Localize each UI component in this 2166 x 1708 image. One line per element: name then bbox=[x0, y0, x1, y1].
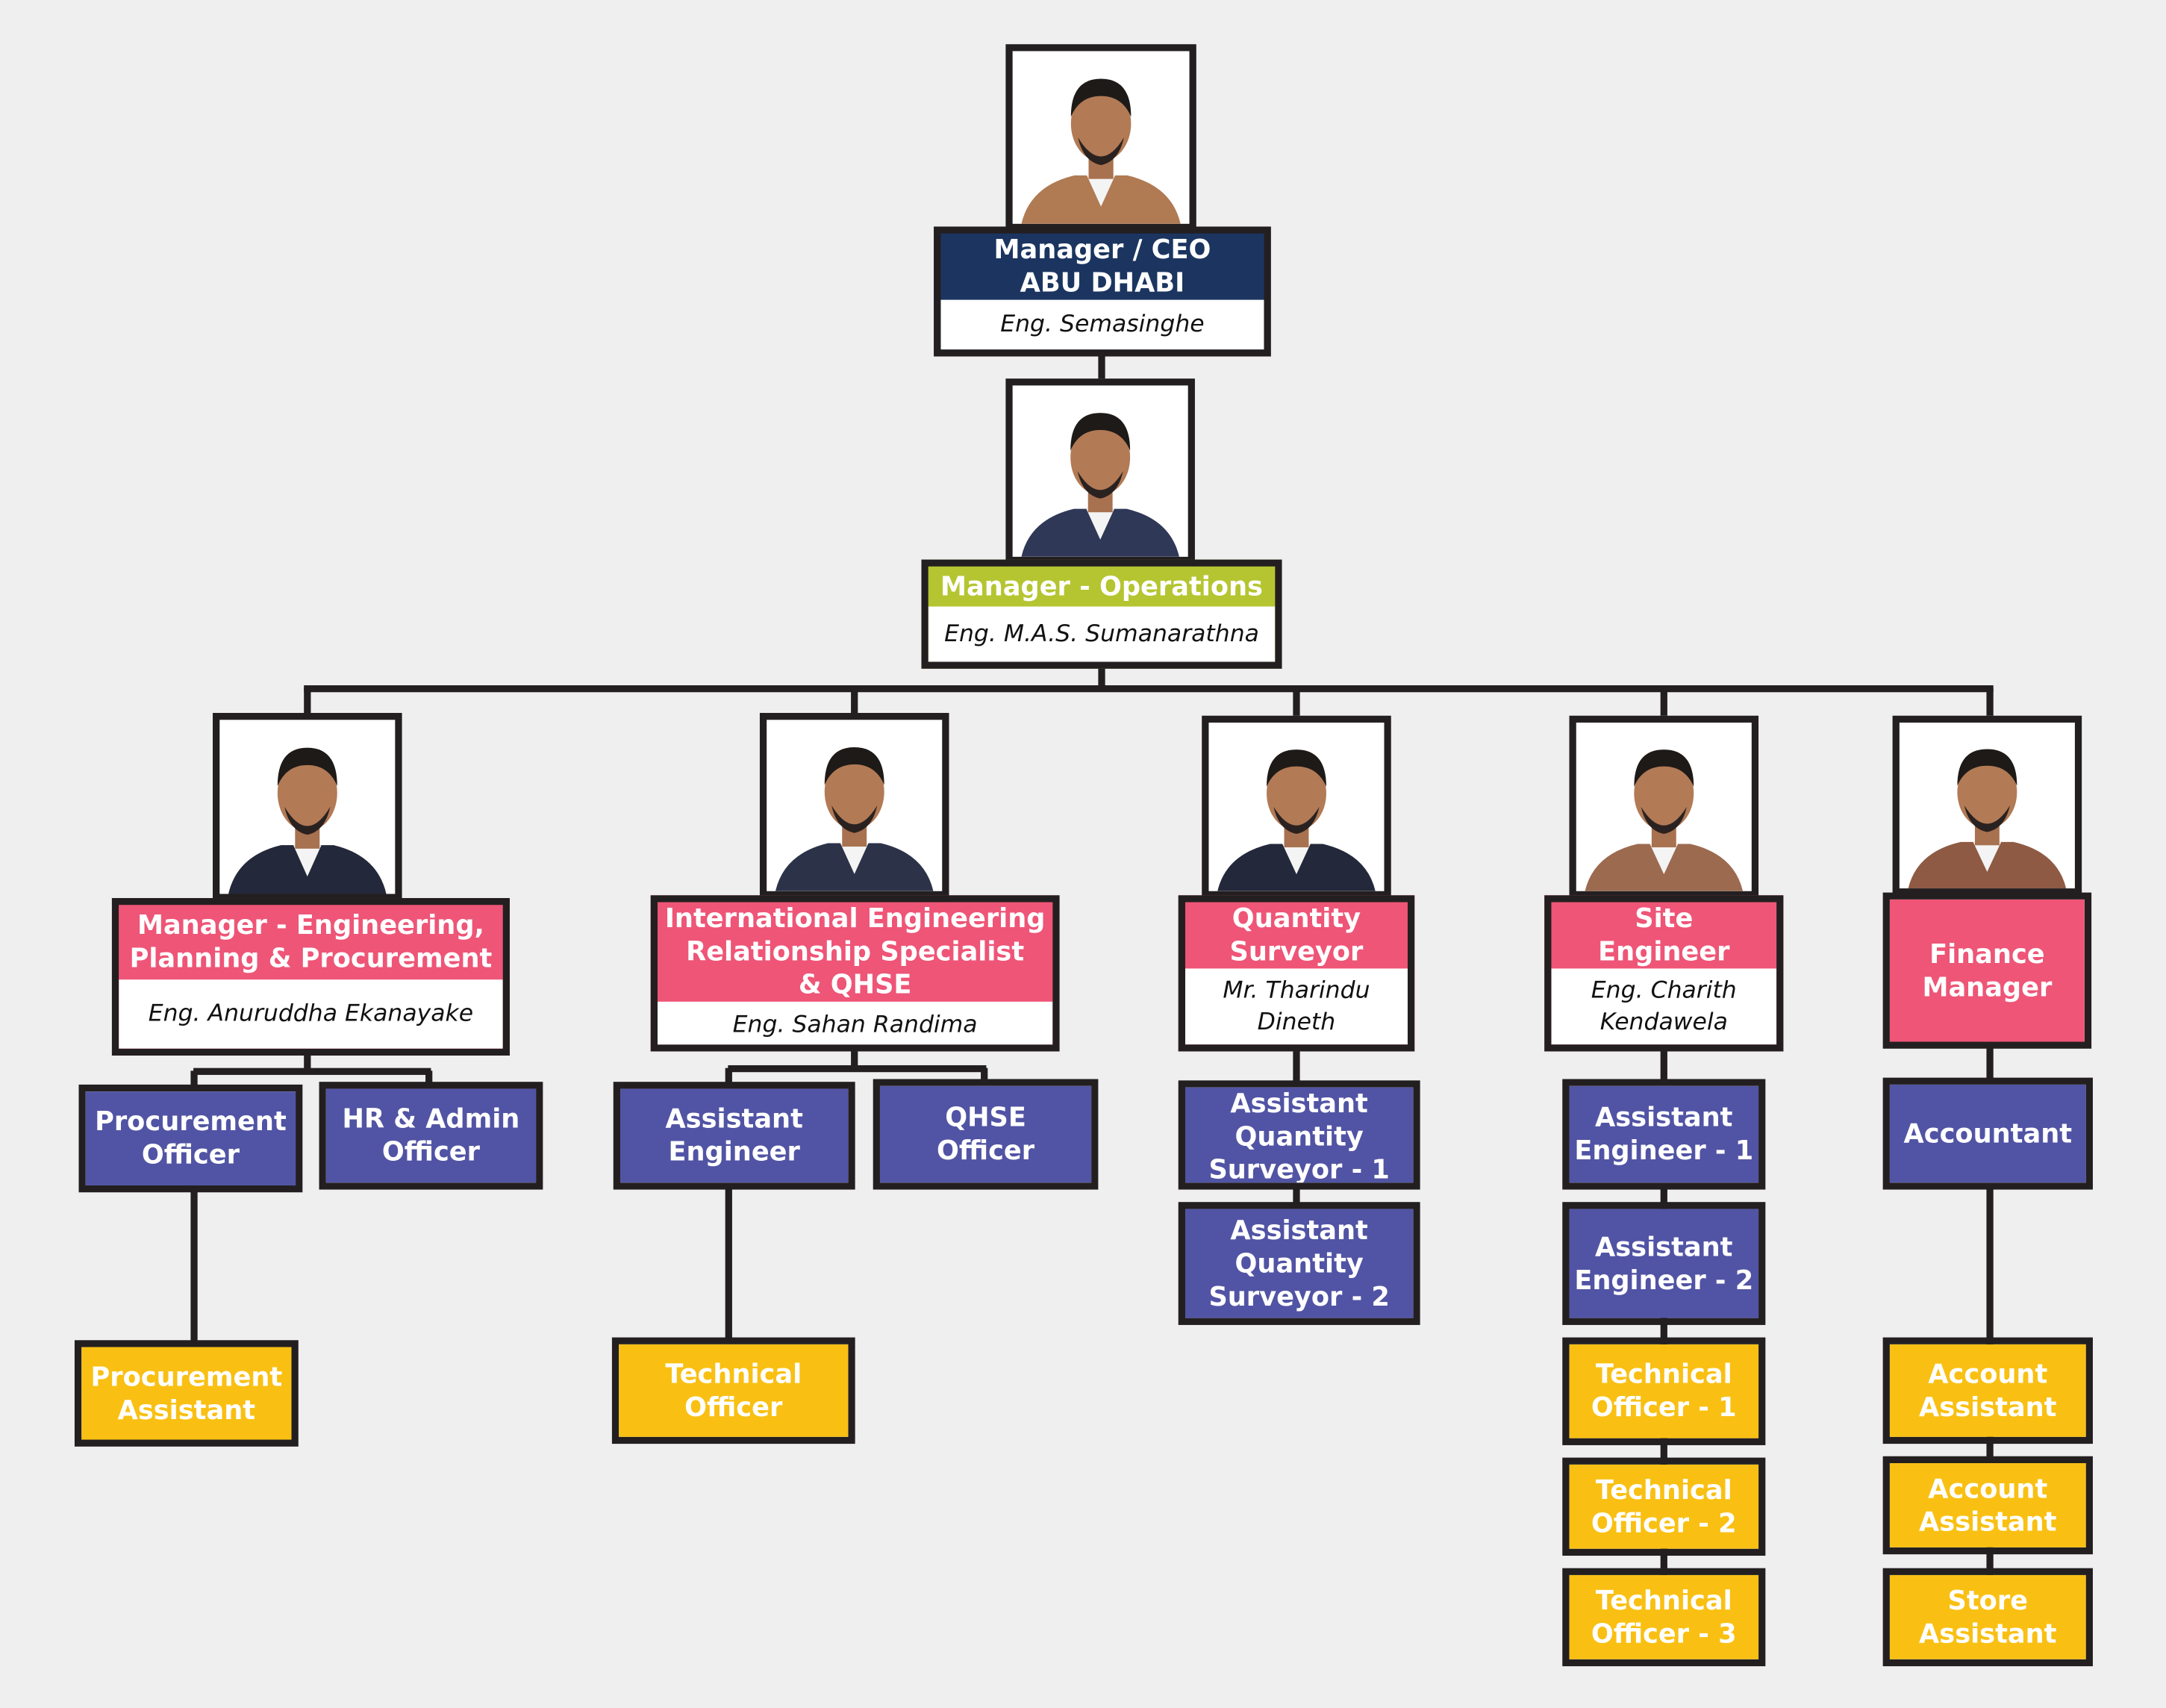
person-icon bbox=[775, 747, 934, 891]
role-title: Manager / CEO ABU DHABI bbox=[940, 233, 1264, 300]
staff-card: Assistant Engineer bbox=[613, 1082, 855, 1190]
portrait-photo bbox=[759, 713, 949, 899]
role-title: Assistant Quantity Surveyor - 2 bbox=[1185, 1209, 1414, 1318]
portrait-photo bbox=[1892, 715, 2082, 896]
role-title: Assistant Engineer - 2 bbox=[1569, 1209, 1759, 1318]
person-name: Mr. Tharindu Dineth bbox=[1185, 968, 1408, 1045]
portrait-photo bbox=[1202, 715, 1391, 899]
connector-line bbox=[1985, 1044, 1993, 1082]
connector-line bbox=[1292, 1185, 1299, 1205]
person-name: Eng. Semasinghe bbox=[940, 299, 1264, 350]
person-name: Eng. Sahan Randima bbox=[657, 1001, 1053, 1045]
department-head-card: Finance Manager bbox=[1882, 892, 2092, 1049]
connector-line bbox=[1292, 1047, 1299, 1085]
portrait-photo bbox=[1569, 715, 1759, 899]
staff-card: Procurement Officer bbox=[78, 1084, 303, 1193]
person-icon bbox=[228, 747, 387, 894]
staff-card: Assistant Quantity Surveyor - 2 bbox=[1178, 1202, 1420, 1325]
staff-card: Technical Officer - 1 bbox=[1562, 1337, 1766, 1445]
staff-card: HR & Admin Officer bbox=[319, 1082, 543, 1190]
role-title: International Engineering Relationship S… bbox=[657, 902, 1053, 1002]
staff-card: Assistant Quantity Surveyor - 1 bbox=[1178, 1080, 1420, 1190]
role-title: Accountant bbox=[1889, 1084, 2086, 1183]
staff-card: Accountant bbox=[1882, 1077, 2093, 1190]
person-name: Eng. Anuruddha Ekanayake bbox=[119, 979, 503, 1049]
staff-card: Account Assistant bbox=[1882, 1337, 2093, 1444]
staff-card: QHSE Officer bbox=[873, 1079, 1099, 1190]
connector-line bbox=[303, 688, 310, 719]
role-title: HR & Admin Officer bbox=[325, 1088, 537, 1183]
role-title: Assistant Engineer - 1 bbox=[1569, 1085, 1759, 1183]
role-title: Account Assistant bbox=[1889, 1462, 2086, 1548]
role-title: Technical Officer bbox=[619, 1344, 849, 1437]
department-head-card: International Engineering Relationship S… bbox=[650, 895, 1060, 1052]
staff-card: Technical Officer - 2 bbox=[1562, 1457, 1766, 1556]
staff-card: Assistant Engineer - 2 bbox=[1562, 1202, 1766, 1325]
person-icon bbox=[1021, 78, 1181, 224]
connector-line bbox=[303, 1050, 310, 1073]
staff-card: Store Assistant bbox=[1882, 1568, 2093, 1667]
portrait-photo bbox=[1005, 378, 1195, 564]
role-title: Assistant Quantity Surveyor - 1 bbox=[1185, 1087, 1414, 1183]
connector-line bbox=[1097, 664, 1105, 691]
connector-line bbox=[1292, 688, 1299, 719]
connector-line bbox=[190, 1070, 197, 1089]
role-title: QHSE Officer bbox=[879, 1085, 1092, 1183]
person-name: Eng. Charith Kendawela bbox=[1551, 968, 1777, 1045]
role-title: Technical Officer - 2 bbox=[1569, 1464, 1759, 1549]
role-title: Assistant Engineer bbox=[620, 1088, 849, 1183]
connector-line bbox=[1659, 688, 1667, 719]
staff-card: Technical Officer bbox=[611, 1337, 855, 1444]
connector-line bbox=[728, 1065, 987, 1072]
role-title: Quantity Surveyor bbox=[1185, 902, 1408, 969]
connector-line bbox=[980, 1068, 987, 1084]
staff-card: Assistant Engineer - 1 bbox=[1562, 1079, 1766, 1190]
role-title: Site Engineer bbox=[1551, 902, 1777, 969]
connector-line bbox=[304, 685, 1994, 692]
role-title: Manager - Operations bbox=[928, 566, 1276, 607]
portrait-photo bbox=[1005, 44, 1196, 231]
role-title: Technical Officer - 3 bbox=[1569, 1574, 1759, 1659]
connector-line bbox=[190, 1188, 197, 1343]
role-title: Procurement Assistant bbox=[81, 1347, 292, 1440]
connector-line bbox=[1985, 688, 1993, 719]
person-icon bbox=[1585, 749, 1744, 891]
staff-card: Technical Officer - 3 bbox=[1562, 1568, 1766, 1667]
connector-line bbox=[850, 1047, 858, 1070]
role-title: Manager - Engineering, Planning & Procur… bbox=[119, 905, 503, 980]
staff-card: Procurement Assistant bbox=[74, 1340, 299, 1447]
connector-line bbox=[1097, 352, 1105, 383]
person-icon bbox=[1217, 749, 1376, 891]
connector-line bbox=[193, 1067, 431, 1074]
connector-line bbox=[425, 1070, 432, 1086]
connector-line bbox=[850, 688, 858, 719]
role-title: Store Assistant bbox=[1889, 1574, 2086, 1659]
role-title: Account Assistant bbox=[1889, 1344, 2086, 1437]
person-icon bbox=[1021, 413, 1179, 557]
connector-line bbox=[1659, 1047, 1667, 1084]
role-title: Procurement Officer bbox=[85, 1091, 296, 1185]
staff-card: Account Assistant bbox=[1882, 1456, 2093, 1555]
portrait-photo bbox=[213, 713, 402, 901]
role-title: Finance Manager bbox=[1889, 899, 2085, 1042]
person-name: Eng. M.A.S. Sumanarathna bbox=[928, 606, 1276, 662]
connector-line bbox=[724, 1185, 731, 1341]
department-head-card: Manager - Engineering, Planning & Procur… bbox=[111, 898, 510, 1056]
connector-line bbox=[724, 1068, 731, 1086]
role-title: Technical Officer - 1 bbox=[1569, 1344, 1759, 1439]
person-icon bbox=[1908, 749, 2067, 889]
